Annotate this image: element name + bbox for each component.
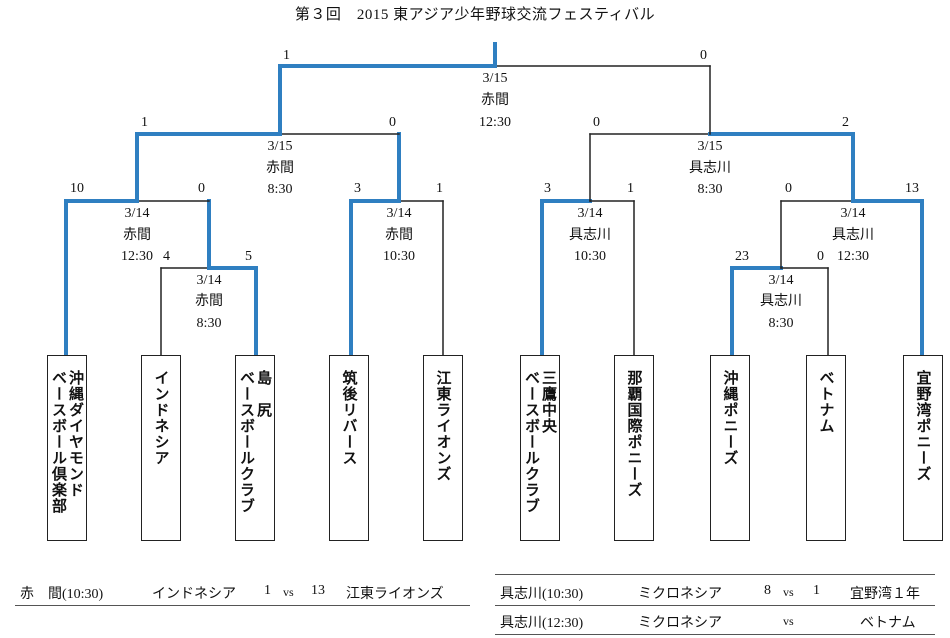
team-box-chikugo[interactable]: 筑後リバース: [329, 355, 369, 541]
match-date: 3/14: [124, 206, 150, 221]
match-venue: 赤間: [195, 294, 223, 309]
score-left: 3: [354, 181, 361, 196]
result-venue: 具志川(10:30): [500, 587, 584, 602]
match-date: 3/15: [697, 139, 723, 154]
result-divider: [495, 574, 935, 575]
score-right: 0: [817, 249, 824, 264]
team-name-line: ベースボールクラブ: [238, 370, 256, 514]
match-date: 3/15: [482, 71, 508, 86]
match-time: 8:30: [196, 316, 222, 331]
team-box-naha[interactable]: 那覇国際ポニーズ: [614, 355, 654, 541]
score-right: 0: [700, 48, 707, 63]
result-venue: 具志川(12:30): [500, 616, 584, 631]
result-row: 具志川(12:30) ミクロネシア vs ベトナム: [495, 612, 935, 631]
result-vs: vs: [783, 585, 794, 599]
match-time: 10:30: [574, 249, 606, 264]
match-date: 3/15: [267, 139, 293, 154]
result-score1: 8: [764, 583, 771, 598]
result-team2: ベトナム: [860, 616, 916, 631]
score-right: 1: [627, 181, 634, 196]
result-score2: 13: [311, 583, 325, 598]
result-venue: 赤 間(10:30): [20, 587, 104, 602]
match-date: 3/14: [768, 273, 794, 288]
match-venue: 赤間: [266, 161, 294, 176]
match-venue: 具志川: [569, 228, 611, 243]
score-left: 10: [70, 181, 84, 196]
result-team1: インドネシア: [152, 587, 236, 602]
score-right: 5: [245, 249, 252, 264]
match-date: 3/14: [577, 206, 603, 221]
score-right: 0: [198, 181, 205, 196]
team-box-koto[interactable]: 江東ライオンズ: [423, 355, 463, 541]
result-score2: 1: [813, 583, 820, 598]
match-date: 3/14: [840, 206, 866, 221]
score-left: 1: [283, 48, 290, 63]
result-divider: [495, 605, 935, 606]
score-right: 0: [389, 115, 396, 130]
match-time: 8:30: [697, 182, 723, 197]
team-box-vietnam[interactable]: ベトナム: [806, 355, 846, 541]
team-name-line: 那覇国際ポニーズ: [625, 370, 644, 498]
team-box-okinawa-ponies[interactable]: 沖縄ポニーズ: [710, 355, 750, 541]
score-left: 0: [785, 181, 792, 196]
team-name-line: 三鷹中央: [540, 370, 558, 434]
match-venue: 赤間: [123, 228, 151, 243]
score-left: 3: [544, 181, 551, 196]
team-box-mitaka[interactable]: 三鷹中央 ベースボールクラブ: [520, 355, 560, 541]
team-box-ginowan[interactable]: 宜野湾ポニーズ: [903, 355, 943, 541]
tournament-title: 第３回 2015 東アジア少年野球交流フェスティバル: [294, 7, 656, 23]
result-row: 具志川(10:30) ミクロネシア 8 vs 1 宜野湾１年: [495, 583, 935, 602]
team-name-line: ベースボールクラブ: [523, 370, 541, 514]
match-date: 3/14: [386, 206, 412, 221]
score-left: 23: [735, 249, 749, 264]
match-venue: 赤間: [481, 93, 509, 108]
match-time: 12:30: [121, 249, 153, 264]
match-venue: 赤間: [385, 228, 413, 243]
score-left: 4: [163, 249, 170, 264]
result-score1: 1: [264, 583, 271, 598]
match-venue: 具志川: [832, 228, 874, 243]
result-divider: [495, 634, 935, 635]
team-name-line: 島 尻: [255, 370, 273, 418]
team-name-line: 江東ライオンズ: [434, 370, 453, 482]
team-name-line: ベースボール倶楽部: [50, 370, 68, 514]
score-right: 1: [436, 181, 443, 196]
match-time: 10:30: [383, 249, 415, 264]
match-venue: 具志川: [760, 294, 802, 309]
score-left: 1: [141, 115, 148, 130]
result-vs: vs: [783, 614, 794, 628]
match-time: 8:30: [768, 316, 794, 331]
match-time: 12:30: [479, 115, 511, 130]
result-team1: ミクロネシア: [638, 587, 722, 602]
score-right: 13: [905, 181, 919, 196]
match-time: 12:30: [837, 249, 869, 264]
team-name-line: 沖縄ダイヤモンド: [67, 370, 85, 498]
result-team2: 江東ライオンズ: [346, 587, 444, 602]
team-name-line: 宜野湾ポニーズ: [914, 370, 933, 482]
result-row: 赤 間(10:30) インドネシア 1 vs 13 江東ライオンズ: [15, 583, 470, 602]
team-box-indonesia[interactable]: インドネシア: [141, 355, 181, 541]
score-left: 0: [593, 115, 600, 130]
team-box-shimajiri[interactable]: 島 尻 ベースボールクラブ: [235, 355, 275, 541]
team-box-okinawa-diamonds[interactable]: 沖縄ダイヤモンド ベースボール倶楽部: [47, 355, 87, 541]
result-team2: 宜野湾１年: [850, 587, 920, 602]
result-vs: vs: [283, 585, 294, 599]
match-venue: 具志川: [689, 161, 731, 176]
match-time: 8:30: [267, 182, 293, 197]
match-date: 3/14: [196, 273, 222, 288]
team-name-line: インドネシア: [152, 370, 171, 466]
team-name-line: ベトナム: [817, 370, 836, 434]
result-divider: [15, 605, 470, 606]
result-team1: ミクロネシア: [638, 616, 722, 631]
score-right: 2: [842, 115, 849, 130]
team-name-line: 筑後リバース: [340, 370, 359, 466]
team-name-line: 沖縄ポニーズ: [721, 370, 740, 466]
